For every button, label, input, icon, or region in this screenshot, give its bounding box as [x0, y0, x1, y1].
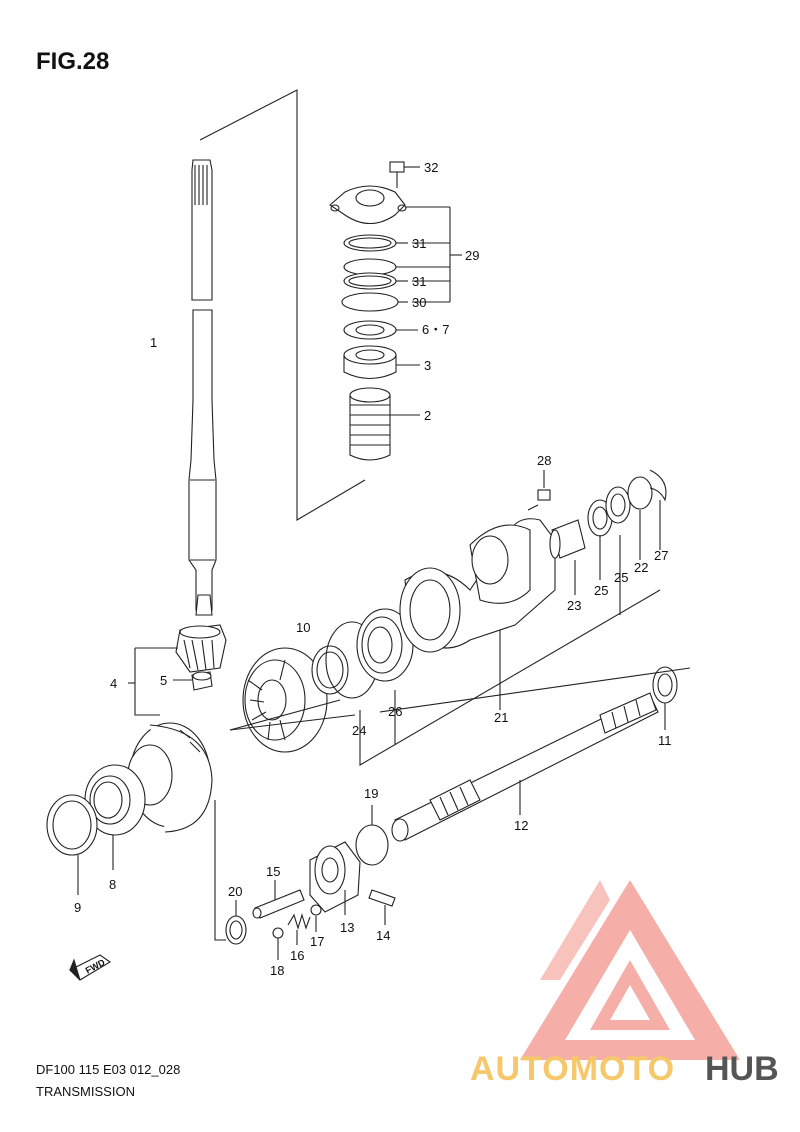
callout-11: 11: [658, 733, 672, 748]
callout-25a: 25: [594, 583, 608, 598]
bearing-26: [356, 608, 414, 682]
callout-20: 20: [228, 884, 242, 899]
figure-name: TRANSMISSION: [36, 1084, 135, 1099]
bearing-housing-assembly: [329, 161, 407, 461]
pin-19: [355, 824, 389, 866]
drive-shaft: [188, 159, 217, 616]
callout-6-7: 6・7: [422, 322, 449, 337]
callout-31a: 31: [412, 236, 426, 251]
callout-19: 19: [364, 786, 378, 801]
bolt-28: [527, 489, 551, 511]
callout-23: 23: [567, 598, 581, 613]
push-rod-15: [252, 889, 305, 919]
callout-2: 2: [424, 408, 431, 423]
fwd-arrow-icon: [69, 954, 112, 981]
callout-3: 3: [424, 358, 431, 373]
callout-32: 32: [424, 160, 438, 175]
callout-1: 1: [150, 335, 157, 350]
callout-labels: 1 2 3 4 5 6・7 8 9 10 11 12 13 14 15 16 1…: [74, 160, 672, 978]
clutch-dog-13: [309, 841, 361, 913]
callout-10: 10: [296, 620, 310, 635]
callout-18: 18: [270, 963, 284, 978]
figure-code: DF100 115 E03 012_028: [36, 1062, 181, 1077]
shim-9: [46, 794, 98, 856]
watermark-text-primary: AUTOMOTO: [470, 1050, 675, 1088]
callout-27: 27: [654, 548, 668, 563]
pinion-gear: [175, 624, 227, 691]
callout-22: 22: [634, 560, 648, 575]
sleeve-20: [225, 915, 247, 945]
callout-12: 12: [514, 818, 528, 833]
shim-10: [311, 645, 349, 695]
callout-25b: 25: [614, 570, 628, 585]
needle-bearing-23: [549, 519, 586, 559]
cross-pin-14: [368, 889, 396, 907]
spring-16: [287, 913, 311, 930]
ball-17: [310, 904, 322, 916]
callout-31b: 31: [412, 274, 426, 289]
seals-25-22-27: [587, 469, 667, 537]
callout-13: 13: [340, 920, 354, 935]
callout-14: 14: [376, 928, 390, 943]
callout-9: 9: [74, 900, 81, 915]
callout-16: 16: [290, 948, 304, 963]
callout-15: 15: [266, 864, 280, 879]
callout-24: 24: [352, 723, 366, 738]
ball-18: [272, 927, 284, 939]
watermark-text-secondary: HUB: [705, 1050, 779, 1088]
callout-21: 21: [494, 710, 508, 725]
callout-30: 30: [412, 295, 426, 310]
figure-title: FIG.28: [36, 48, 110, 75]
leader-bracket-shaft: [199, 89, 366, 521]
callout-29: 29: [465, 248, 479, 263]
callout-8: 8: [109, 877, 116, 892]
watermark-logo: [520, 880, 740, 1060]
callout-28: 28: [537, 453, 551, 468]
callout-5: 5: [160, 673, 167, 688]
callout-4: 4: [110, 676, 117, 691]
callout-17: 17: [310, 934, 324, 949]
propeller-shaft-housing: [399, 518, 556, 653]
bearing-8: [84, 764, 146, 836]
callout-26: 26: [388, 704, 402, 719]
propeller-shaft: [391, 692, 659, 842]
